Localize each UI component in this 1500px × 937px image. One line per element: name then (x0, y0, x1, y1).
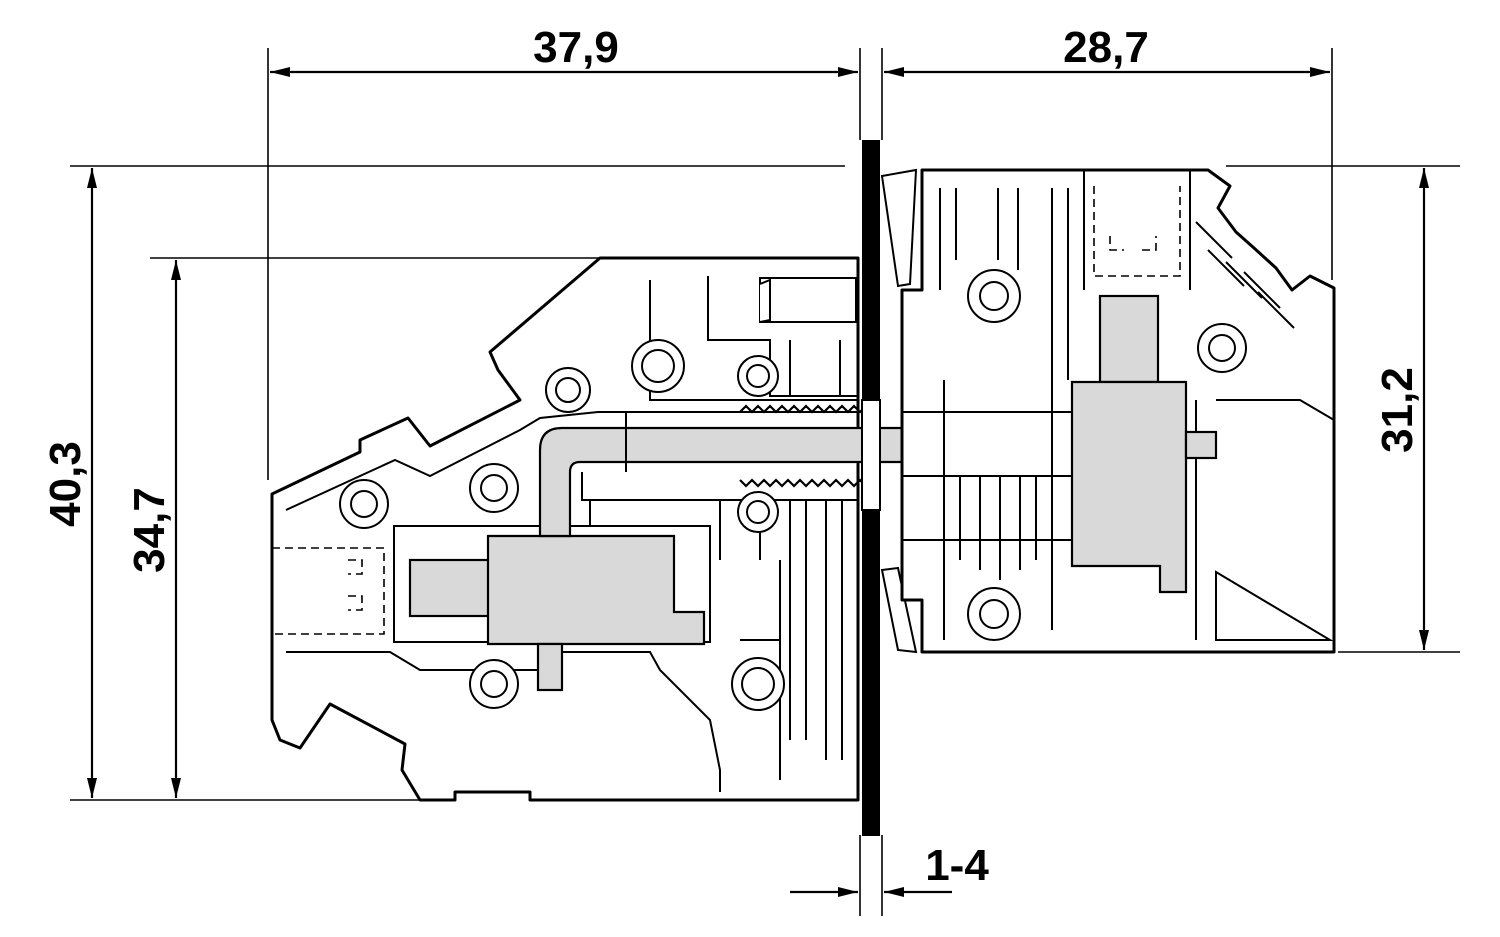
dimension-lines (87, 67, 1429, 897)
dimension-height-total: 40,3 (41, 441, 90, 527)
dimension-height-right: 31,2 (1373, 367, 1422, 453)
dimension-width-left: 37,9 (533, 23, 619, 72)
right-conductor-entry (1070, 186, 1218, 594)
dimension-height-left: 34,7 (125, 487, 174, 573)
extension-lines (70, 48, 1460, 916)
dimension-panel-thickness: 1-4 (925, 841, 989, 890)
mounting-panel (861, 140, 918, 836)
left-screw-bosses (339, 339, 785, 711)
dimension-width-right: 28,7 (1063, 23, 1149, 72)
left-conductor-entry (272, 525, 711, 692)
